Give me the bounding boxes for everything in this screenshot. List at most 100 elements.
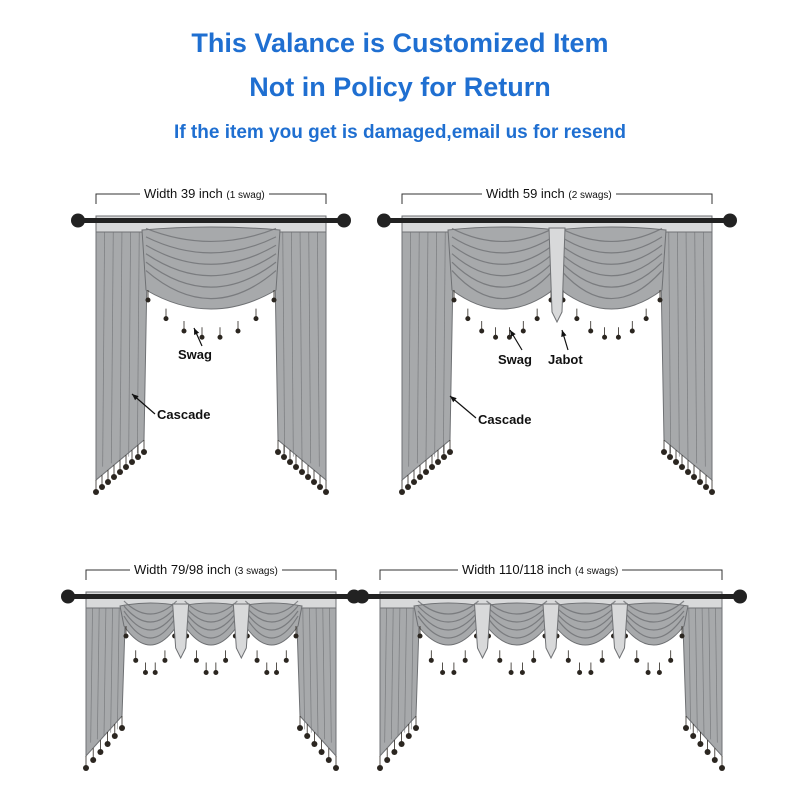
swag-fold (244, 605, 299, 623)
fringe-bead (129, 459, 135, 465)
swag-fold (451, 227, 554, 242)
swag-fold (145, 261, 277, 288)
swag-fold (417, 605, 479, 623)
fringe-bead (377, 765, 383, 771)
fringe-bead (577, 669, 583, 675)
fringe-bead (697, 741, 704, 747)
fringe-bead (679, 464, 685, 470)
fringe-bead (411, 479, 417, 485)
swag-fold (623, 605, 685, 623)
fringe-bead (634, 657, 640, 663)
fringe-bead (213, 669, 219, 675)
fringe-bead (657, 297, 663, 303)
fringe-bead (602, 334, 608, 340)
swag (240, 602, 303, 646)
rod-finial-left (377, 213, 391, 228)
fringe-bead (645, 669, 651, 675)
swag-fold (417, 600, 479, 615)
fringe-bead (318, 749, 325, 755)
swag (618, 602, 689, 646)
swag-fold (145, 270, 277, 300)
fringe-bead (435, 459, 441, 465)
fringe-bead (299, 469, 305, 475)
rod-finial-right (733, 589, 747, 604)
width-dimension-label: Width 39 inch (1 swag) (140, 186, 269, 201)
fringe-bead (447, 449, 453, 455)
fringe-bead (217, 334, 223, 340)
swag-fold (145, 236, 277, 254)
fringe-bead (441, 454, 447, 460)
fringe-bead (141, 449, 147, 455)
swag-fold (623, 600, 685, 615)
fringe-bead (429, 464, 435, 470)
swag-fold (123, 615, 178, 639)
cascade-callout: Cascade (157, 407, 211, 422)
fringe-bead (135, 454, 141, 460)
fringe-bead (105, 479, 111, 485)
fringe-bead (704, 749, 711, 755)
swag-fold (123, 610, 178, 631)
valance-panel-1-swag: Width 39 inch (1 swag) Swag Cascade (60, 180, 360, 510)
swag-fold (486, 610, 548, 631)
fringe-bead (142, 669, 148, 675)
fringe-bead (325, 757, 332, 763)
swag-fold (554, 605, 616, 623)
swag-fold (560, 244, 663, 265)
jabot (473, 603, 492, 660)
fringe-bead (673, 459, 679, 465)
valance-panel-2-swags: Width 59 inch (2 swags) Swag Jabot Casca… (372, 180, 742, 510)
fringe-bead (275, 449, 281, 455)
swag-fold (486, 605, 548, 623)
swag-fold (145, 244, 277, 265)
swag-fold (244, 600, 299, 615)
fringe-bead (703, 484, 709, 490)
fringe-bead (235, 328, 241, 334)
swag (447, 226, 558, 310)
rod-finial-right (337, 213, 351, 228)
swag-fold (123, 605, 178, 623)
fringe-bead (709, 489, 715, 495)
fringe-bead (99, 484, 105, 490)
fringe-bead (691, 474, 697, 480)
fringe-bead (719, 765, 725, 771)
fringe-bead (451, 297, 457, 303)
fringe-bead (311, 741, 318, 747)
fringe-bead (97, 749, 104, 755)
swag-fold (560, 227, 663, 242)
valance-drawing (377, 193, 737, 495)
fringe-bead (283, 657, 289, 663)
fringe-bead (588, 328, 594, 334)
fringe-bead (629, 328, 635, 334)
fringe-bead (683, 725, 689, 731)
swag-fold (145, 227, 277, 243)
fringe-bead (399, 489, 405, 495)
fringe-bead (93, 489, 99, 495)
fringe-bead (413, 725, 419, 731)
fringe-bead (493, 334, 499, 340)
fringe-bead (123, 464, 129, 470)
swag-fold (554, 615, 616, 639)
fringe-bead (199, 334, 205, 340)
valance-drawing (355, 569, 747, 771)
rod-finial-left (71, 213, 85, 228)
swag-fold (417, 615, 479, 639)
fringe-bead (274, 669, 280, 675)
fringe-bead (417, 474, 423, 480)
fringe-bead (254, 657, 260, 663)
fringe-bead (643, 316, 649, 322)
jabot-callout: Jabot (548, 352, 583, 367)
fringe-bead (615, 334, 621, 340)
valance-panel-4-swags: Width 110/118 inch (4 swags) (355, 556, 750, 786)
fringe-bead (417, 633, 423, 639)
fringe-bead (391, 749, 398, 755)
fringe-bead (599, 657, 605, 663)
swag-fold (451, 244, 554, 265)
fringe-bead (451, 669, 457, 675)
swag-fold (184, 600, 238, 615)
width-dimension-label: Width 59 inch (2 swags) (482, 186, 616, 201)
fringe-bead (223, 657, 229, 663)
fringe-bead (111, 474, 117, 480)
fringe-bead (253, 316, 259, 322)
fringe-bead (405, 733, 412, 739)
fringe-bead (304, 733, 311, 739)
